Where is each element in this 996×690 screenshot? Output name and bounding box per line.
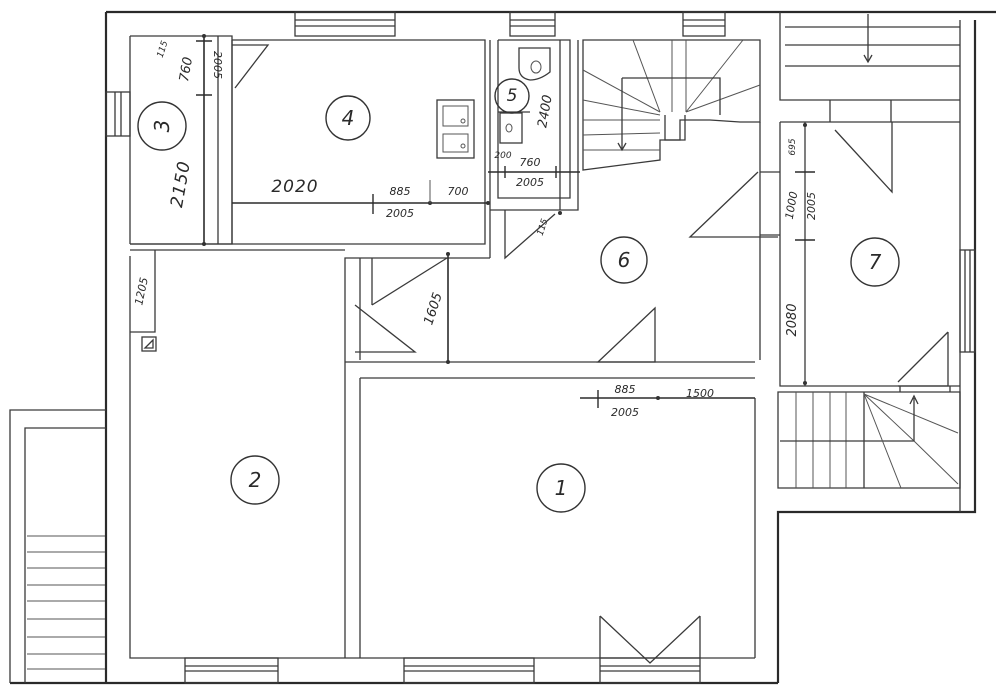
dim-room7-opening: 1000 [783,190,801,220]
top-windows [294,11,726,37]
svg-text:5: 5 [507,86,518,106]
dim-room7-lower: 2080 [785,303,800,336]
room-4 [231,39,490,245]
dim-room4-width: 2020 [271,177,318,197]
dim-room4-right: 700 [448,185,469,198]
room-1 [359,378,755,658]
svg-text:3: 3 [150,120,174,133]
room-2 [130,249,346,658]
svg-text:7: 7 [869,250,882,274]
stove-icon [436,99,475,159]
room3-window [105,91,131,137]
entrance-door [599,615,701,684]
dim-room5-below: 115 [536,217,551,237]
room-5-label: 5 [494,78,530,114]
dim-room3-length: 2150 [167,159,195,209]
dim-room3-top: 115 [156,39,171,59]
room-3 [130,34,270,246]
lower-right-stair [777,386,961,489]
left-exterior-stair [9,409,106,683]
top-right-stair [779,12,960,122]
dim-room7-top: 695 [788,138,798,155]
dim-room1-opening: 885 [615,383,636,396]
dim-room4-opening: 885 [390,185,411,198]
dim-room2-corner: 1205 [132,276,151,306]
dim-room5-length: 2400 [535,94,556,129]
svg-text:6: 6 [618,248,631,272]
dim-room1-opening-total: 2005 [611,406,639,419]
svg-text:1: 1 [555,476,568,500]
dim-room5-opening-total: 2005 [516,176,544,189]
room-5 [488,39,580,260]
svg-text:4: 4 [342,106,355,130]
sink-icon [499,112,523,144]
dim-room3-upper: 760 [177,56,196,83]
chimney-icon [141,336,157,352]
dim-room5-opening: 760 [520,156,541,169]
svg-text:2: 2 [249,468,262,492]
room-4-label: 4 [325,95,371,141]
dim-room3-upper-total: 2005 [211,51,224,79]
room-6-label: 6 [600,236,648,284]
room-6 [344,122,780,379]
main-staircase [582,39,761,171]
bottom-windows [184,657,535,684]
room-7 [779,121,976,387]
dim-room1-right: 1500 [686,387,714,400]
toilet-icon [518,47,551,81]
dim-room5-left: 200 [494,151,511,161]
room-7-label: 7 [850,237,900,287]
dim-room4-opening-total: 2005 [386,207,414,220]
dim-room7-opening-total: 2005 [805,192,818,220]
outer-walls [10,10,996,685]
room-1-label: 1 [536,463,586,513]
room-3-label: 3 [137,101,187,151]
room-2-label: 2 [230,455,280,505]
room-labels: 3 4 5 6 7 2 1 [137,78,900,513]
dim-hall-left: 1605 [421,291,445,327]
